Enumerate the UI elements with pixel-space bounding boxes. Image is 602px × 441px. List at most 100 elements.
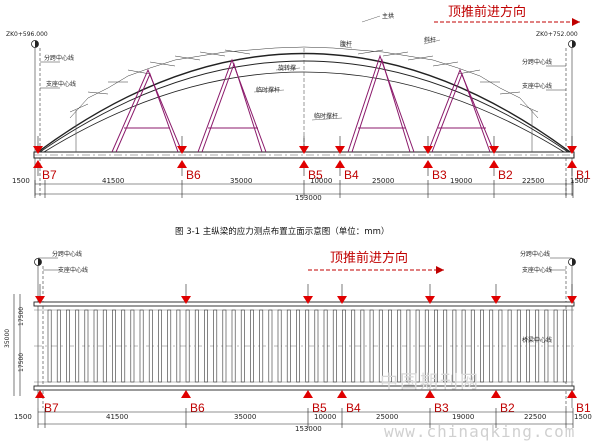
span-center-left-label: 分跨中心线 — [44, 54, 74, 62]
elevation-view: ZK0+596.000 ZK0+752.000 分跨中心线 支座中心线 分跨中心… — [6, 4, 591, 202]
web-label: 腹杆 — [340, 40, 352, 48]
marker-down-icon — [33, 146, 43, 154]
watermark-text: 中国期刊网 — [380, 372, 480, 393]
plan-push-direction-label: 顶推前进方向 — [330, 250, 408, 266]
point-label-b5: B5 — [308, 168, 323, 182]
plan-point-label-b1: B1 — [576, 401, 591, 415]
plan-span-center-right-label: 分跨中心线 — [520, 250, 550, 258]
dimension-value: 10000 — [310, 177, 332, 185]
marker-down-icon — [337, 296, 347, 304]
station-left-label: ZK0+596.000 — [6, 31, 48, 38]
plan-beam-center-label: 桥梁中心线 — [522, 336, 552, 344]
marker-up-icon — [335, 160, 345, 168]
plan-point-label-b4: B4 — [346, 401, 361, 415]
push-direction-label: 顶推前进方向 — [448, 4, 526, 20]
marker-up-icon — [425, 390, 435, 398]
push-direction-arrow-icon — [572, 18, 580, 26]
marker-up-icon — [303, 390, 313, 398]
marker-up-icon — [299, 160, 309, 168]
marker-down-icon — [181, 296, 191, 304]
plan-span-center-left-label: 分跨中心线 — [52, 250, 82, 258]
dimension-value: 41500 — [102, 177, 124, 185]
top-arch-outer — [37, 52, 571, 153]
dimension-value: 25000 — [372, 177, 394, 185]
plan-total: 153000 — [295, 425, 322, 433]
point-label-b7: B7 — [42, 168, 57, 182]
bracing-label: 斜杆 — [424, 36, 436, 44]
plan-cross-beams — [34, 309, 574, 383]
truss-webs — [111, 54, 495, 153]
elevation-annotations: 主拱 腹杆 斜杆 旋转撑 临时撑杆 临时撑杆 — [253, 12, 441, 121]
marker-down-icon — [177, 146, 187, 154]
marker-up-icon — [33, 160, 43, 168]
marker-down-icon — [425, 296, 435, 304]
point-label-b2: B2 — [498, 168, 513, 182]
plan-dimension-value: 1500 — [574, 413, 592, 421]
top-chord-label: 主拱 — [382, 12, 394, 20]
elevation-markers — [33, 136, 577, 176]
plan-dimension-value: 19000 — [452, 413, 474, 421]
support-center-right-label: 支座中心线 — [522, 82, 552, 90]
marker-down-icon — [423, 146, 433, 154]
elevation-total: 153000 — [295, 194, 322, 202]
plan-view: 分跨中心线 支座中心线 分跨中心线 支座中心线 顶推前进方向 35000 175… — [4, 250, 592, 433]
marker-up-icon — [177, 160, 187, 168]
plan-push-direction-arrow-icon — [436, 266, 444, 274]
plan-support-center-left-label: 支座中心线 — [58, 266, 88, 274]
lower-chord-label: 旋转撑 — [278, 64, 296, 72]
plan-point-label-b3: B3 — [434, 401, 449, 415]
plan-top-beam — [33, 301, 575, 307]
point-label-b1: B1 — [576, 168, 591, 182]
marker-down-icon — [335, 146, 345, 154]
marker-down-icon — [303, 296, 313, 304]
dimension-value: 35000 — [230, 177, 252, 185]
plan-point-label-b2: B2 — [500, 401, 515, 415]
marker-down-icon — [489, 146, 499, 154]
marker-down-icon — [567, 296, 577, 304]
support-center-left-label: 支座中心线 — [46, 80, 76, 88]
marker-up-icon — [491, 390, 501, 398]
station-right-marker — [568, 40, 576, 48]
plan-point-label-b5: B5 — [312, 401, 327, 415]
marker-down-icon — [35, 296, 45, 304]
dimension-value: 1500 — [12, 177, 30, 185]
station-left-marker — [31, 40, 39, 48]
marker-up-icon — [567, 160, 577, 168]
plan-markers — [35, 284, 577, 398]
plan-width-total: 35000 — [4, 329, 11, 348]
plan-dimension-value: 35000 — [234, 413, 256, 421]
plan-dimension-value: 25000 — [376, 413, 398, 421]
watermark-url: www.chinaqking.com — [384, 422, 575, 441]
marker-up-icon — [489, 160, 499, 168]
marker-up-icon — [567, 390, 577, 398]
marker-down-icon — [299, 146, 309, 154]
plan-width-bottom: 17500 — [18, 353, 25, 372]
marker-up-icon — [423, 160, 433, 168]
dimension-value: 22500 — [522, 177, 544, 185]
point-label-b6: B6 — [186, 168, 201, 182]
plan-station-markers — [34, 258, 576, 266]
plan-dimension-value: 22500 — [524, 413, 546, 421]
temp-rod-label-1: 临时撑杆 — [256, 86, 280, 94]
marker-up-icon — [337, 390, 347, 398]
marker-up-icon — [181, 390, 191, 398]
plan-point-label-b7: B7 — [44, 401, 59, 415]
marker-down-icon — [567, 146, 577, 154]
point-label-b3: B3 — [432, 168, 447, 182]
arch-bracing — [69, 46, 539, 119]
plan-width-top: 17500 — [18, 307, 25, 326]
dimension-value: 19000 — [450, 177, 472, 185]
hangers — [75, 48, 533, 152]
marker-down-icon — [491, 296, 501, 304]
station-right-label: ZK0+752.000 — [536, 31, 578, 38]
plan-point-label-b6: B6 — [190, 401, 205, 415]
dimension-value: 1500 — [570, 177, 588, 185]
plan-point-labels: B7 B6 B5 B4 B3 B2 B1 — [44, 401, 591, 415]
elevation-dimensions: 1500 41500 35000 10000 25000 19000 22500 1500 — [12, 177, 588, 185]
plan-bottom-beam — [33, 385, 575, 391]
figure-caption: 图 3-1 主纵梁的应力测点布置立面示意图（单位：mm） — [175, 226, 389, 237]
span-center-right-label: 分跨中心线 — [522, 58, 552, 66]
